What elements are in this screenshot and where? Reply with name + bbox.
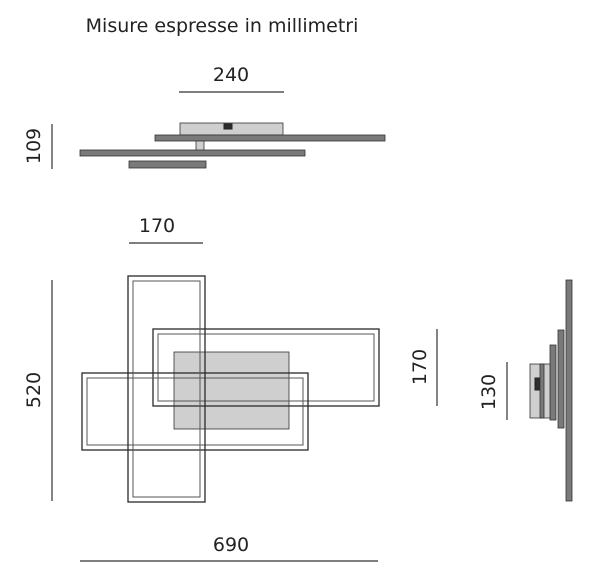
dim-label-109: 109: [23, 128, 45, 164]
middle-frame-bar: [79, 149, 306, 157]
top-elevation-view: 240 109: [23, 64, 386, 169]
dim-label-240: 240: [213, 64, 249, 86]
dim-label-690: 690: [213, 534, 249, 556]
dim-label-170-side: 170: [409, 349, 431, 385]
dim-label-170-top: 170: [139, 215, 175, 237]
frame-upper-right-outer: [152, 328, 380, 407]
dim-label-520: 520: [23, 372, 45, 408]
canopy-plate: [173, 351, 290, 430]
canopy-clip: [223, 123, 233, 130]
front-view: 170 520 690 170: [23, 215, 438, 562]
side-canopy-clip: [534, 377, 541, 391]
side-frame-short: [549, 344, 557, 421]
frame-vertical-inner: [132, 280, 201, 498]
side-canopy-edge: [539, 363, 545, 419]
frame-lower-left-inner: [86, 377, 304, 446]
side-frame-middle: [557, 329, 565, 429]
caption: Misure espresse in millimetri: [86, 15, 359, 37]
side-frame-long: [565, 279, 573, 502]
dim-label-130: 130: [478, 374, 500, 410]
connector-bar: [195, 140, 205, 152]
frame-lower-left-outer: [81, 372, 309, 451]
lower-frame-bar: [128, 160, 207, 169]
upper-frame-bar: [154, 134, 386, 142]
frame-upper-right-inner: [157, 333, 375, 402]
frame-vertical-outer: [127, 275, 206, 503]
side-view: 130: [478, 279, 573, 502]
